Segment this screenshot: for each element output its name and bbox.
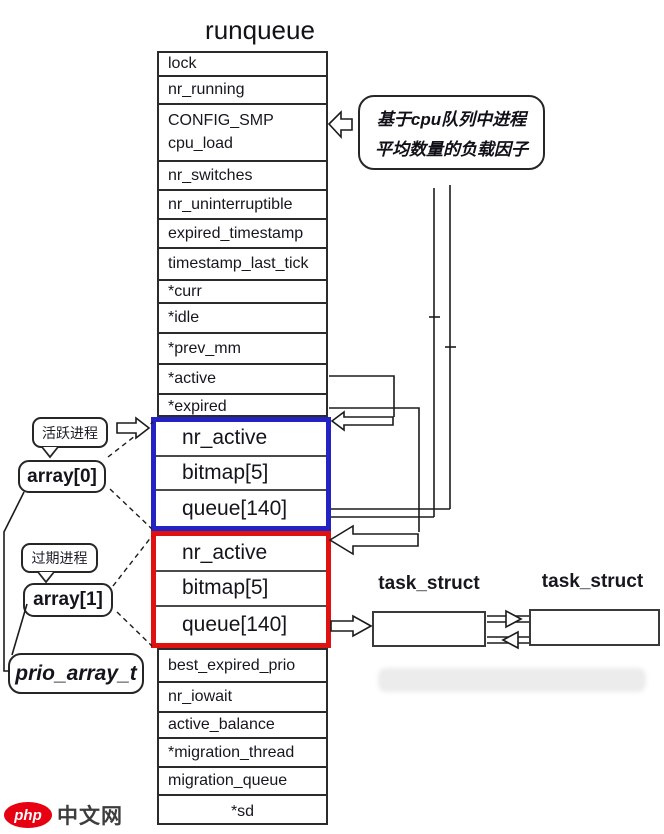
row-nr-uninterruptible: nr_uninterruptible <box>159 191 326 220</box>
expired-bubble-tail <box>37 571 55 584</box>
field-label: nr_switches <box>168 166 253 184</box>
field-label: active_balance <box>168 716 275 733</box>
active-row-bitmap: bitmap[5] <box>156 457 326 492</box>
row-lock: lock <box>159 53 326 77</box>
field-label: *migration_thread <box>168 743 295 761</box>
field-label: CONFIG_SMP <box>168 111 274 129</box>
active-label-arrow-icon <box>116 416 151 440</box>
task-back-arrow-icon <box>501 630 519 650</box>
row-best-expired-prio: best_expired_prio <box>159 650 326 683</box>
row-migration-queue: migration_queue <box>159 768 326 796</box>
php-logo-icon: php <box>4 802 52 828</box>
active-row-queue: queue[140] <box>156 491 326 526</box>
pill-label: array[1] <box>33 589 103 610</box>
row-migration-thread: *migration_thread <box>159 739 326 768</box>
active-row-nr-active: nr_active <box>156 422 326 457</box>
row-idle: *idle <box>159 304 326 334</box>
field-label: *prev_mm <box>168 339 241 357</box>
array1-label: array[1] <box>23 583 113 617</box>
field-label: migration_queue <box>168 772 288 789</box>
field-label: nr_iowait <box>168 688 233 705</box>
diagram-title: runqueue <box>205 15 315 45</box>
watermark-site-text: 中文网 <box>57 805 123 828</box>
load-factor-callout: 基于cpu队列中进程 平均数量的负载因子 <box>358 95 545 170</box>
field-label: nr_running <box>168 81 245 98</box>
field-label: timestamp_last_tick <box>168 255 309 272</box>
task-struct-right-box <box>529 609 660 646</box>
array1-dashed-bottom <box>116 611 153 647</box>
array0-type-link <box>3 491 25 672</box>
callout-line: 平均数量的负载因子 <box>375 140 528 160</box>
expired-pointer-line <box>329 407 420 532</box>
array0-dashed-bottom <box>109 488 153 530</box>
row-timestamp-last-tick: timestamp_last_tick <box>159 249 326 281</box>
active-prio-array-box: nr_active bitmap[5] queue[140] <box>151 417 331 531</box>
field-label: bitmap[5] <box>182 460 269 484</box>
runqueue-table-bottom: best_expired_prio nr_iowait active_balan… <box>157 648 328 825</box>
callout-arrow-icon <box>327 110 353 140</box>
field-label: *active <box>168 370 217 387</box>
expired-row-bitmap: bitmap[5] <box>156 572 326 608</box>
expired-row-nr-active: nr_active <box>156 536 326 572</box>
task-forward-arrow-icon <box>505 609 523 629</box>
field-label: queue[140] <box>182 496 288 520</box>
callout-line: 基于cpu队列中进程 <box>376 109 527 129</box>
field-label: bitmap[5] <box>182 576 269 600</box>
prio-array-t-label: prio_array_t <box>8 653 144 694</box>
field-label: lock <box>168 55 197 72</box>
task-struct-left-box <box>372 611 486 647</box>
row-nr-iowait: nr_iowait <box>159 683 326 713</box>
bubble-label: 过期进程 <box>31 550 88 566</box>
row-curr: *curr <box>159 281 326 304</box>
active-bubble-tail <box>41 446 59 459</box>
field-label: nr_active <box>182 426 268 450</box>
queue-to-task-arrow-icon <box>330 614 373 638</box>
field-label: nr_uninterruptible <box>168 195 293 213</box>
site-watermark: php 中文网 <box>4 800 123 830</box>
field-label: cpu_load <box>168 135 233 153</box>
active-pointer-arrow-icon <box>330 410 394 432</box>
row-nr-running: nr_running <box>159 77 326 105</box>
expired-pointer-arrow-icon <box>328 524 419 556</box>
expired-row-queue: queue[140] <box>156 607 326 643</box>
array1-dashed-top <box>112 535 153 587</box>
row-prev-mm: *prev_mm <box>159 334 326 365</box>
runqueue-table-top: lock nr_running CONFIG_SMP cpu_load nr_s… <box>157 51 328 417</box>
row-expired-timestamp: expired_timestamp <box>159 220 326 249</box>
expired-process-bubble: 过期进程 <box>21 543 98 573</box>
task-struct-right-label: task_struct <box>541 571 644 592</box>
field-label: best_expired_prio <box>168 656 296 674</box>
field-label: *curr <box>168 282 202 300</box>
field-label: *sd <box>230 802 255 820</box>
field-label: queue[140] <box>182 613 288 637</box>
bubble-label: 活跃进程 <box>42 424 98 441</box>
field-label: expired_timestamp <box>168 224 304 242</box>
expired-prio-array-box: nr_active bitmap[5] queue[140] <box>151 531 331 648</box>
row-sd: *sd <box>159 796 326 823</box>
pill-label: prio_array_t <box>15 661 137 685</box>
row-active-balance: active_balance <box>159 713 326 739</box>
array0-label: array[0] <box>18 460 106 493</box>
row-expired: *expired <box>159 395 326 415</box>
row-config-smp-cpu-load: CONFIG_SMP cpu_load <box>159 105 326 162</box>
active-pointer-line <box>329 375 395 417</box>
field-label: *expired <box>168 398 227 415</box>
erased-text-artifact <box>378 668 646 692</box>
pill-label: array[0] <box>27 465 97 487</box>
row-active: *active <box>159 365 326 395</box>
row-nr-switches: nr_switches <box>159 162 326 191</box>
active-process-bubble: 活跃进程 <box>32 417 108 448</box>
field-label: *idle <box>168 309 200 326</box>
field-label: nr_active <box>182 540 268 564</box>
array0-dashed-top <box>107 421 154 458</box>
task-struct-left-label: task_struct <box>378 573 480 594</box>
